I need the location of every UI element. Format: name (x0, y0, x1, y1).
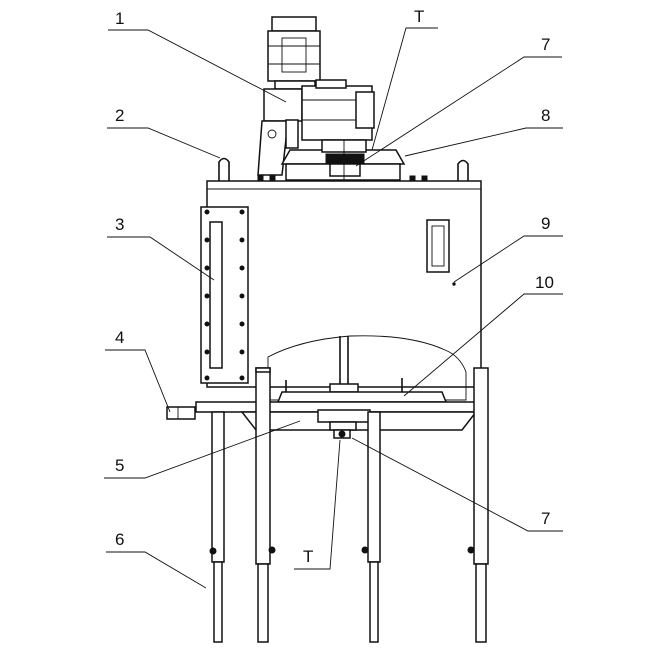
leader-lines (104, 27, 563, 589)
callout-1: 1 (115, 9, 124, 28)
lifting-lug-left (218, 157, 230, 181)
tank-body (206, 175, 482, 388)
callout-7-top: 7 (541, 35, 550, 54)
callout-4: 4 (115, 328, 124, 347)
outlet-flange (166, 406, 196, 420)
bottom-plate (195, 401, 479, 439)
callout-10: 10 (535, 273, 554, 292)
callouts: 1 T 7 2 8 3 9 10 4 5 7 6 T (115, 7, 554, 566)
callout-9: 9 (541, 214, 550, 233)
callout-2: 2 (115, 106, 124, 125)
callout-t-bottom: T (303, 547, 313, 566)
legs (209, 367, 489, 643)
sight-glass (200, 206, 249, 384)
top-flange (280, 139, 406, 182)
callout-6: 6 (115, 530, 124, 549)
callout-5: 5 (115, 456, 124, 475)
cutaway-agitator (267, 335, 467, 403)
callout-7-bottom: 7 (541, 509, 550, 528)
callout-t-top: T (414, 7, 424, 26)
callout-8: 8 (541, 106, 550, 125)
lifting-lug-right (457, 159, 469, 195)
callout-3: 3 (115, 215, 124, 234)
